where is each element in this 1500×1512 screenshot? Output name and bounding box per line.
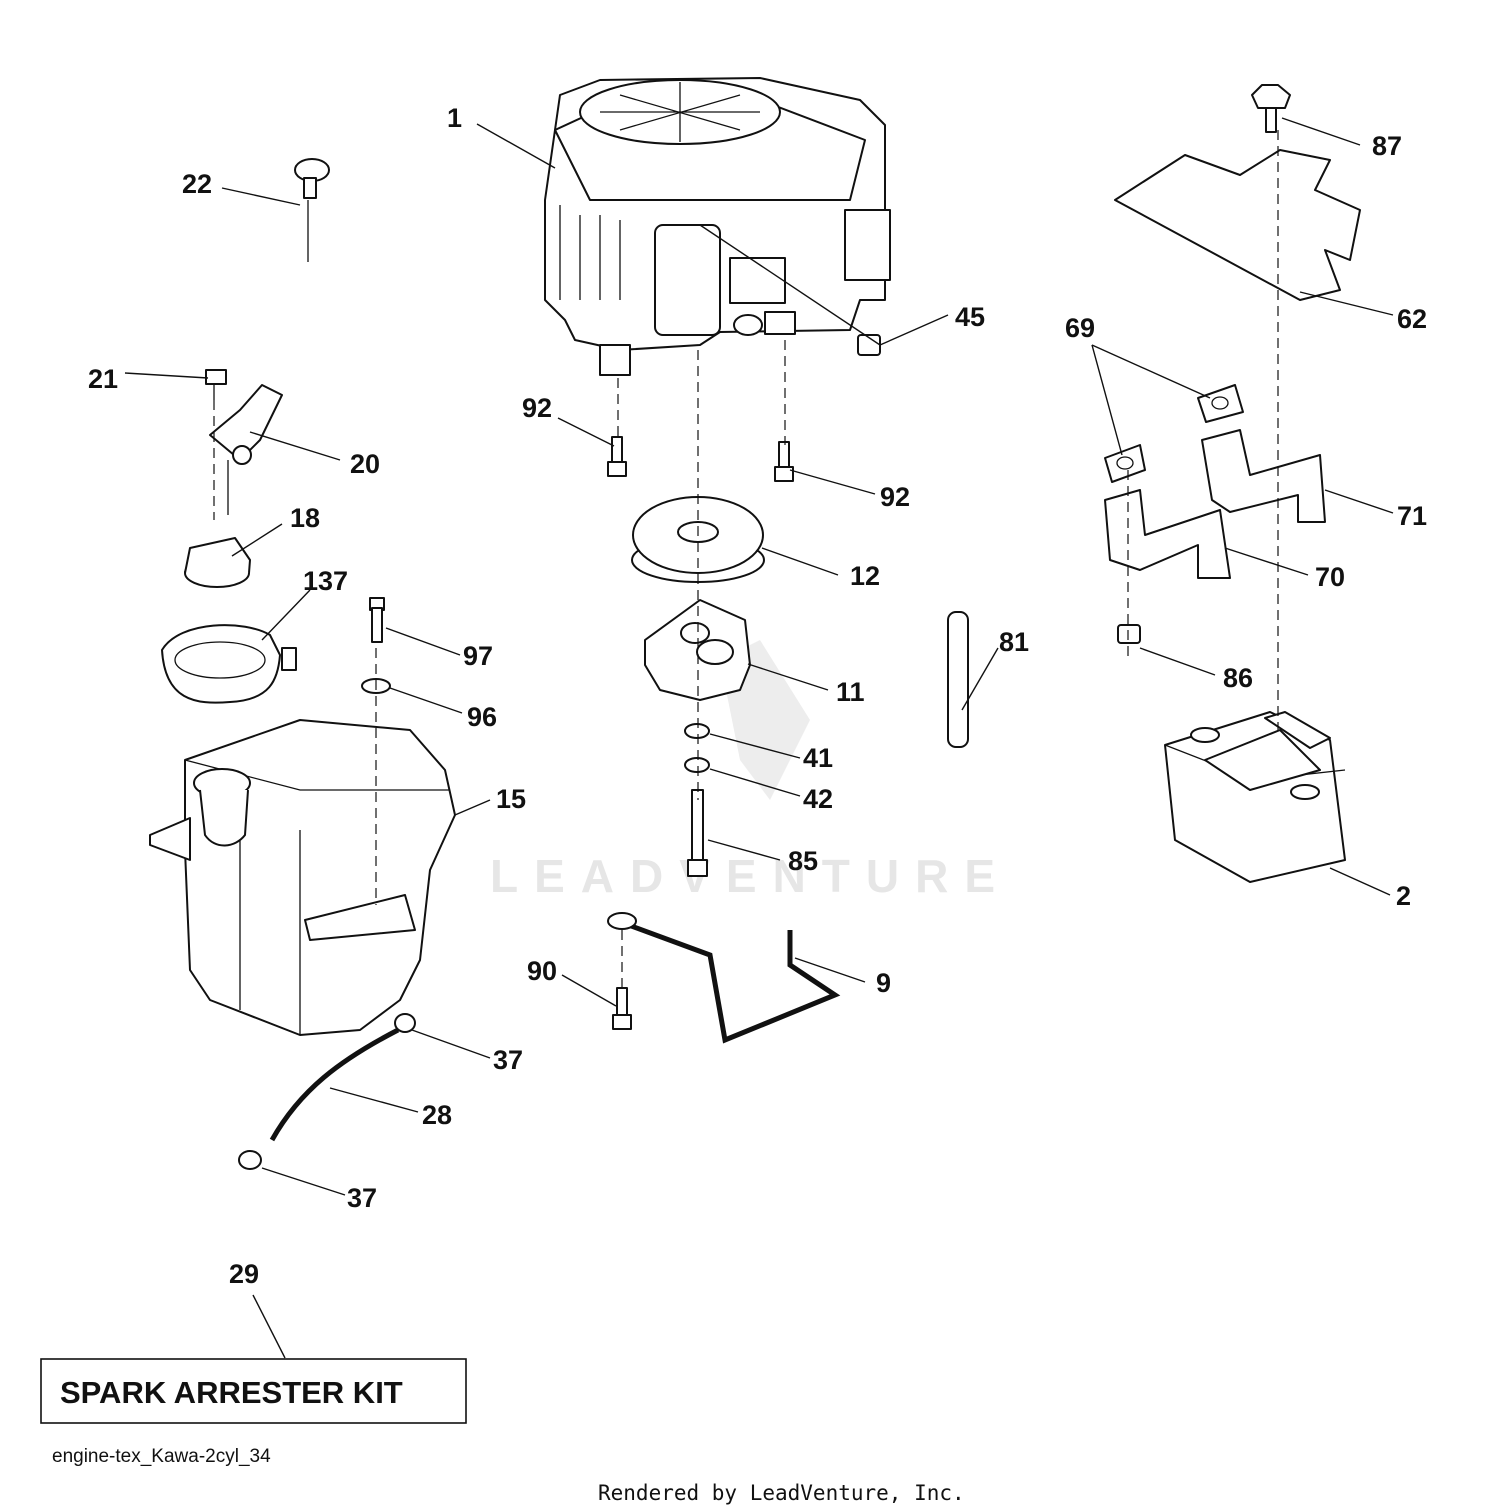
engine-part xyxy=(544,77,891,376)
fuel-tank-screw xyxy=(369,597,385,643)
engine-bolt-left xyxy=(607,436,627,477)
callout-2: 2 xyxy=(1396,881,1411,911)
callout-92-right: 92 xyxy=(880,482,910,512)
washer-41 xyxy=(684,723,710,739)
watermark: LEADVENTURE xyxy=(490,640,1011,902)
callout-29: 29 xyxy=(229,1259,259,1289)
pulley-part xyxy=(631,496,765,583)
washer-42 xyxy=(684,757,710,773)
spark-arrester-kit-label: SPARK ARRESTER KIT xyxy=(60,1375,403,1410)
callout-21: 21 xyxy=(88,364,118,394)
callout-92-left: 92 xyxy=(522,393,552,423)
clamp-upper xyxy=(394,1013,416,1033)
callout-28: 28 xyxy=(422,1100,452,1130)
alignment-lines xyxy=(213,130,1279,990)
callouts: 1 22 21 20 18 137 97 96 15 92 92 12 11 4… xyxy=(88,103,1427,1289)
heat-shield-part xyxy=(1114,149,1361,301)
callout-22: 22 xyxy=(182,169,212,199)
callout-86: 86 xyxy=(1223,663,1253,693)
callout-42: 42 xyxy=(803,784,833,814)
exhaust-gasket-lower xyxy=(1104,444,1146,483)
exhaust-nut xyxy=(1117,624,1141,644)
fuel-cup-part xyxy=(161,624,297,704)
callout-11: 11 xyxy=(836,677,865,707)
callout-97: 97 xyxy=(463,641,493,671)
exhaust-gasket-upper xyxy=(1197,384,1244,423)
leader-lines xyxy=(124,117,1394,1359)
rod-bolt xyxy=(612,987,632,1030)
spark-arrester-kit-box: SPARK ARRESTER KIT xyxy=(40,1358,467,1424)
callout-9: 9 xyxy=(876,968,891,998)
engine-bolt-right xyxy=(774,441,794,482)
callout-41: 41 xyxy=(803,743,833,773)
callout-69: 69 xyxy=(1065,313,1095,343)
muffler-part xyxy=(1164,711,1346,883)
exhaust-pipe-71 xyxy=(1201,429,1326,523)
callout-87: 87 xyxy=(1372,131,1402,161)
callout-137: 137 xyxy=(303,566,348,596)
watermark-text: LEADVENTURE xyxy=(490,850,1011,902)
screw-21 xyxy=(205,369,227,400)
callout-96: 96 xyxy=(467,702,497,732)
callout-70: 70 xyxy=(1315,562,1345,592)
callout-18: 18 xyxy=(290,503,320,533)
callout-12: 12 xyxy=(850,561,880,591)
callout-20: 20 xyxy=(350,449,380,479)
rendered-by-credit: Rendered by LeadVenture, Inc. xyxy=(598,1481,965,1505)
rod-part xyxy=(607,912,841,1044)
exhaust-pipe-70 xyxy=(1104,489,1231,579)
callout-37-upper: 37 xyxy=(493,1045,523,1075)
callout-15: 15 xyxy=(496,784,526,814)
callout-90: 90 xyxy=(527,956,557,986)
callout-81: 81 xyxy=(999,627,1029,657)
callout-85: 85 xyxy=(788,846,818,876)
pto-clutch-part xyxy=(644,599,751,701)
callout-1: 1 xyxy=(447,103,462,133)
choke-knob-part xyxy=(294,158,330,262)
tube-part xyxy=(947,611,969,748)
fuel-line-part xyxy=(269,1027,400,1142)
callout-62: 62 xyxy=(1397,304,1427,334)
fuel-tank-part xyxy=(149,719,456,1036)
shield-knob-part xyxy=(1251,84,1291,133)
callout-45: 45 xyxy=(955,302,985,332)
diagram-id: engine-tex_Kawa-2cyl_34 xyxy=(52,1446,271,1467)
callout-71: 71 xyxy=(1397,501,1427,531)
fuel-cap-part xyxy=(184,537,251,588)
clamp-lower xyxy=(238,1150,262,1170)
throttle-bracket-part xyxy=(209,384,283,515)
callout-37-lower: 37 xyxy=(347,1183,377,1213)
clutch-bolt xyxy=(687,789,708,877)
